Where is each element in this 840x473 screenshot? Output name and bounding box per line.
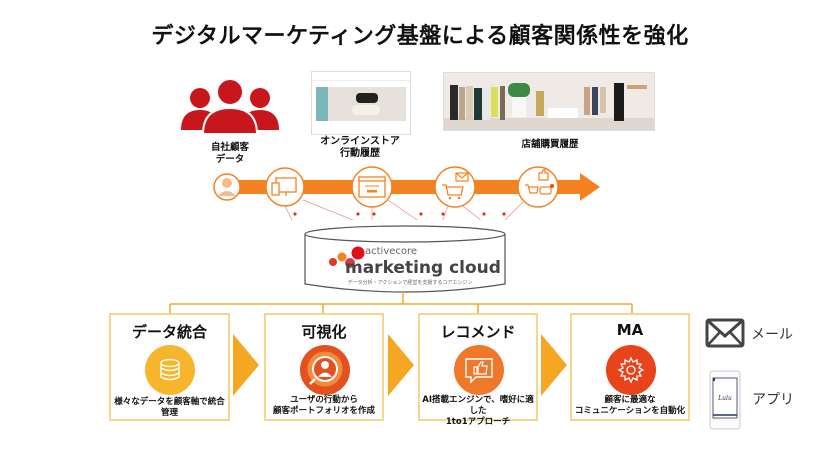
- feature-title: 可視化: [301, 323, 347, 341]
- feature-desc-line: 顧客ポートフォリオを作成: [272, 406, 375, 416]
- feature-bracket-lines: [169, 292, 633, 313]
- brand-small: activecore: [365, 246, 418, 257]
- feature-desc-line: 様々なデータを顧客軸で統合管理: [114, 397, 225, 418]
- database-icon: [145, 345, 195, 395]
- mail-icon: [705, 318, 745, 348]
- feature-desc-line: AI搭載エンジンで、嗜好に適した: [422, 395, 534, 416]
- chevron-arrow-2: [388, 334, 414, 396]
- source-label-customer-data: 自社顧客 データ: [180, 142, 280, 166]
- source-label-line: 自社顧客: [210, 142, 249, 153]
- data-flow-arrowheads: [293, 212, 506, 216]
- source-label-line: 行動履歴: [340, 148, 380, 159]
- customer-journey-arrow: [213, 166, 600, 220]
- source-label-online-store: オンラインストア 行動履歴: [305, 136, 415, 160]
- online-store-screenshot: [311, 71, 411, 135]
- store-interior-photo: [443, 72, 655, 131]
- journey-arrow-head: [580, 173, 600, 201]
- feature-box-data-integration: データ統合 様々なデータを顧客軸で統合管理: [109, 313, 230, 421]
- channel-label-app: アプリ: [752, 392, 794, 408]
- chevron-arrow-3: [541, 334, 567, 396]
- feature-desc-line: 1to1アプローチ: [445, 417, 511, 427]
- customer-group-icon: [181, 78, 279, 134]
- feature-title: データ統合: [131, 323, 207, 341]
- channel-label-mail: メール: [751, 327, 793, 343]
- user-icon: [213, 173, 241, 201]
- source-label-line: データ: [215, 154, 245, 165]
- page-title: デジタルマーケティング基盤による顧客関係性を強化: [151, 24, 689, 49]
- like-bubble-icon: [454, 345, 504, 395]
- gear-icon: [606, 345, 656, 395]
- feature-desc-line: コミュニケーションを自動化: [574, 406, 686, 416]
- platform-tagline: データ分析・アクションで経営を支援するコアエンジン: [347, 280, 473, 286]
- cart-like-chat-icon: [517, 166, 559, 208]
- activecore-logo-mark: [329, 246, 365, 268]
- brand-large: marketing cloud: [345, 258, 501, 278]
- feature-desc-line: ユーザの行動から: [290, 395, 358, 405]
- journey-arrow-shaft: [225, 180, 580, 194]
- feature-box-recommend: レコメンド AI搭載エンジンで、嗜好に適した 1to1アプローチ: [418, 313, 538, 427]
- feature-description: 顧客に最適な コミュニケーションを自動化: [572, 395, 688, 417]
- feature-description: ユーザの行動から 顧客ポートフォリオを作成: [266, 395, 382, 417]
- chevron-arrow-1: [233, 334, 259, 396]
- feature-title: MA: [616, 321, 644, 339]
- feature-box-visualization: 可視化 ユーザの行動から 顧客ポートフォリオを作成: [264, 313, 384, 421]
- smartphone-app-icon: Lulu: [709, 370, 741, 430]
- source-label-line: オンラインストア: [320, 136, 400, 147]
- feature-box-ma: MA 顧客に最適な コミュニケーションを自動化: [570, 313, 690, 421]
- feature-description: 様々なデータを顧客軸で統合管理: [111, 397, 228, 419]
- cart-mail-icon: [434, 166, 476, 208]
- svg-text:Lulu: Lulu: [717, 395, 732, 402]
- source-label-store: 店舗購買履歴: [521, 139, 579, 150]
- devices-icon: [265, 167, 305, 207]
- feature-title: レコメンド: [440, 323, 516, 341]
- web-page-icon: [351, 166, 393, 208]
- feature-desc-line: 顧客に最適な: [604, 395, 656, 405]
- feature-description: AI搭載エンジンで、嗜好に適した 1to1アプローチ: [420, 395, 536, 428]
- data-flow-lines: [284, 199, 524, 220]
- user-search-icon: [300, 345, 350, 395]
